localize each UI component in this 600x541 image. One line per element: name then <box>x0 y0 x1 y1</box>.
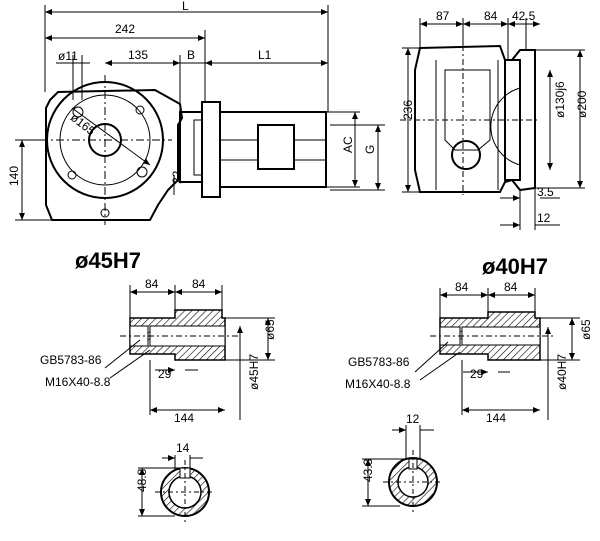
bolt-hole <box>135 105 145 115</box>
hollow-shaft-40: ø40H7 84 84 ø65 GB5783-86 M16X40-8.8 29 … <box>345 254 593 512</box>
bolt-label: M16X40-8.8 <box>345 377 411 391</box>
dim-hole-diameter: ø11 <box>58 49 78 63</box>
dim-L1: L1 <box>258 48 272 62</box>
output-shaft-hole <box>451 140 481 170</box>
dim-144: 144 <box>174 411 194 425</box>
standard-label: GB5783-86 <box>40 353 102 367</box>
dim-87: 87 <box>436 9 450 23</box>
dim-84b: 84 <box>192 277 206 291</box>
dim-84a: 84 <box>455 280 469 294</box>
standard-label: GB5783-86 <box>348 355 410 369</box>
dim-bore-45: ø45H7 <box>247 354 261 390</box>
key-depth: 48.8 <box>135 468 149 492</box>
shaft-title: ø45H7 <box>75 248 141 273</box>
hollow-shaft-45: ø45H7 84 84 ø65 GB5783-86 M16X40-8.8 29 … <box>40 248 277 522</box>
dim-144: 144 <box>486 411 506 425</box>
dim-G: G <box>363 145 377 154</box>
dim-12: 12 <box>537 211 551 225</box>
dim-140: 140 <box>7 166 21 186</box>
coupling-ring <box>193 119 203 176</box>
dim-84b: 84 <box>504 280 518 294</box>
shaft-title: ø40H7 <box>482 254 548 279</box>
dim-d65: ø65 <box>263 319 277 340</box>
side-housing <box>414 44 536 193</box>
dim-B: B <box>187 48 195 62</box>
dim-84: 84 <box>484 9 498 23</box>
key-width: 12 <box>406 412 420 426</box>
dim-236: 236 <box>401 100 415 120</box>
side-flange <box>504 59 521 181</box>
dim-135: 135 <box>128 48 148 62</box>
front-view: L 242 135 B L1 ø11 ø165 22 140 AC G <box>7 0 385 225</box>
dim-d200: ø200 <box>575 90 589 118</box>
coupling-flange <box>201 101 221 198</box>
bolt-hole <box>67 170 77 180</box>
dim-29: 29 <box>158 367 172 381</box>
terminal-box <box>257 124 295 170</box>
dim-bore-40: ø40H7 <box>555 354 569 390</box>
gearbox-housing <box>45 88 184 221</box>
dim-84a: 84 <box>145 277 159 291</box>
dim-29: 29 <box>470 367 484 381</box>
bolt-hole <box>136 166 148 178</box>
dim-3-5: 3.5 <box>537 185 554 199</box>
key-depth: 43.3 <box>361 458 375 482</box>
motor-body <box>219 111 327 188</box>
dim-AC: AC <box>341 136 355 153</box>
dim-d130j6: ø130j6 <box>553 81 567 118</box>
dim-flange-diameter: ø165 <box>68 110 98 138</box>
side-view: 87 84 42.5 236 ø130j6 ø200 3.5 12 <box>400 9 589 230</box>
dim-242: 242 <box>115 22 135 36</box>
dim-42-5: 42.5 <box>512 9 536 23</box>
dim-d65: ø65 <box>579 319 593 340</box>
bolt-hole <box>72 106 84 118</box>
dim-22: 22 <box>170 170 184 184</box>
bolt-label: M16X40-8.8 <box>45 375 111 389</box>
dim-L: L <box>182 0 189 13</box>
key-width: 14 <box>176 441 190 455</box>
